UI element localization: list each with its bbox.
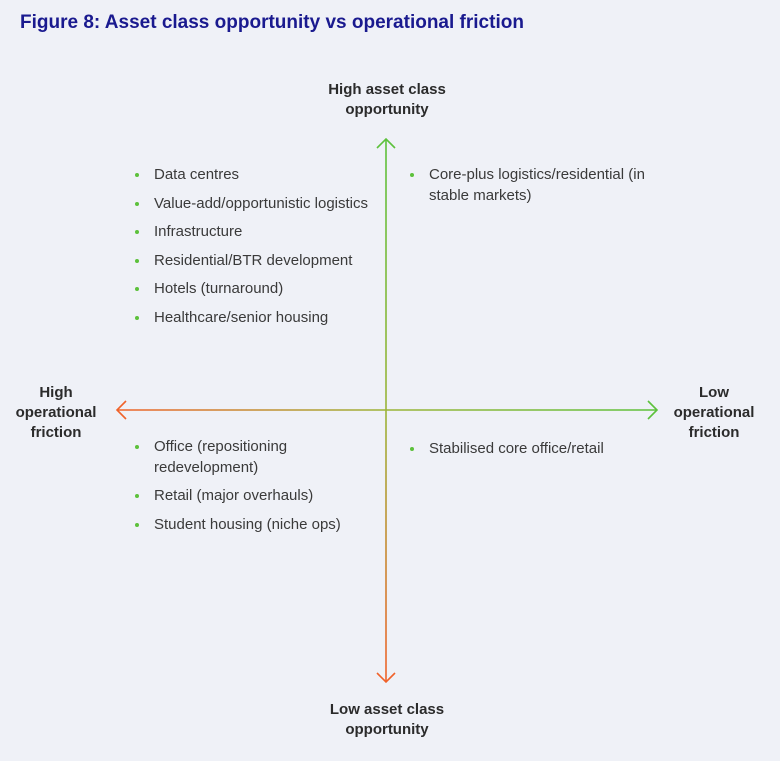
axis-label-right: Low operational friction <box>660 383 768 443</box>
quadrant-top-left: Data centres Value-add/opportunistic log… <box>134 165 374 336</box>
list-item: Hotels (turnaround) <box>134 279 374 300</box>
axis-label-top-line2: opportunity <box>345 101 429 118</box>
list-item: Infrastructure <box>134 222 374 243</box>
axis-label-left-line1: High <box>39 384 73 401</box>
axis-label-right-line1: Low <box>699 384 729 401</box>
axis-label-left-line3: friction <box>30 424 82 441</box>
quadrant-bottom-right: Stabilised core office/retail <box>409 439 669 468</box>
list-item: Office (repositioning redevelopment) <box>134 437 374 478</box>
axis-label-top-line1: High asset class <box>328 81 446 98</box>
right-arrowhead <box>647 400 659 420</box>
top-arrowhead <box>376 137 396 149</box>
list-item: Stabilised core office/retail <box>409 439 669 460</box>
list-item: Healthcare/senior housing <box>134 308 374 329</box>
axis-label-bottom-line1: Low asset class <box>329 701 445 718</box>
axis-label-bottom: Low asset class opportunity <box>287 700 487 740</box>
axis-label-bottom-line2: opportunity <box>345 721 429 738</box>
axis-label-left: High operational friction <box>0 383 112 443</box>
list-item: Core-plus logistics/residential (in stab… <box>409 165 669 206</box>
list-item: Data centres <box>134 165 374 186</box>
figure-title: Figure 8: Asset class opportunity vs ope… <box>20 12 524 33</box>
list-item: Retail (major overhauls) <box>134 486 374 507</box>
list-item: Student housing (niche ops) <box>134 515 374 536</box>
list-item: Value-add/opportunistic logistics <box>134 194 374 215</box>
axis-label-right-line2: operational <box>673 404 755 421</box>
axis-label-right-line3: friction <box>688 424 740 441</box>
axis-label-left-line2: operational <box>15 404 97 421</box>
left-arrowhead <box>115 400 127 420</box>
bottom-arrowhead <box>376 672 396 684</box>
quadrant-top-right: Core-plus logistics/residential (in stab… <box>409 165 669 214</box>
axis-label-top: High asset class opportunity <box>287 80 487 120</box>
list-item: Residential/BTR development <box>134 251 374 272</box>
quadrant-bottom-left: Office (repositioning redevelopment) Ret… <box>134 437 374 543</box>
